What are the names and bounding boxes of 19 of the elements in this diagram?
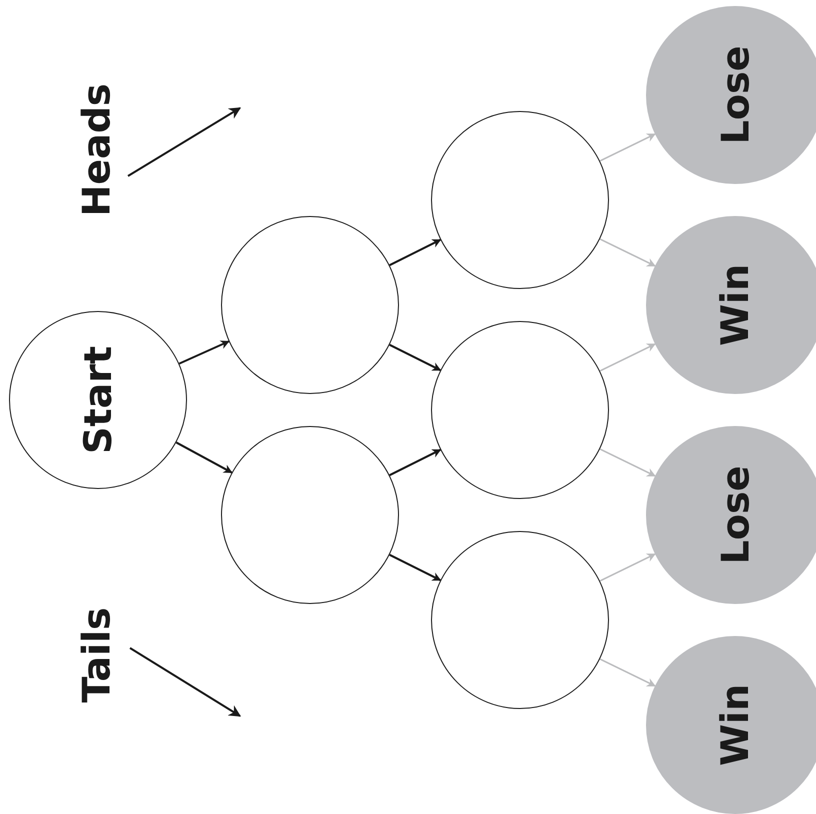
node-label: Start <box>79 346 117 454</box>
arrow <box>389 554 442 582</box>
outcome-label: Tails <box>78 607 116 703</box>
node-label: Win <box>716 684 754 766</box>
node-label: Win <box>716 264 754 346</box>
arrow <box>389 238 442 266</box>
arrow <box>389 448 442 476</box>
arrow <box>176 442 233 474</box>
arrow <box>600 238 656 267</box>
arrow <box>600 343 656 372</box>
arrow <box>600 448 656 477</box>
arrow <box>600 658 656 687</box>
arrow <box>600 133 656 162</box>
arrow <box>389 344 442 372</box>
outcome-label: Heads <box>78 83 116 217</box>
node-label: Lose <box>716 466 754 564</box>
node-label: Lose <box>716 46 754 144</box>
arrow <box>178 340 230 365</box>
arrow <box>600 553 656 582</box>
